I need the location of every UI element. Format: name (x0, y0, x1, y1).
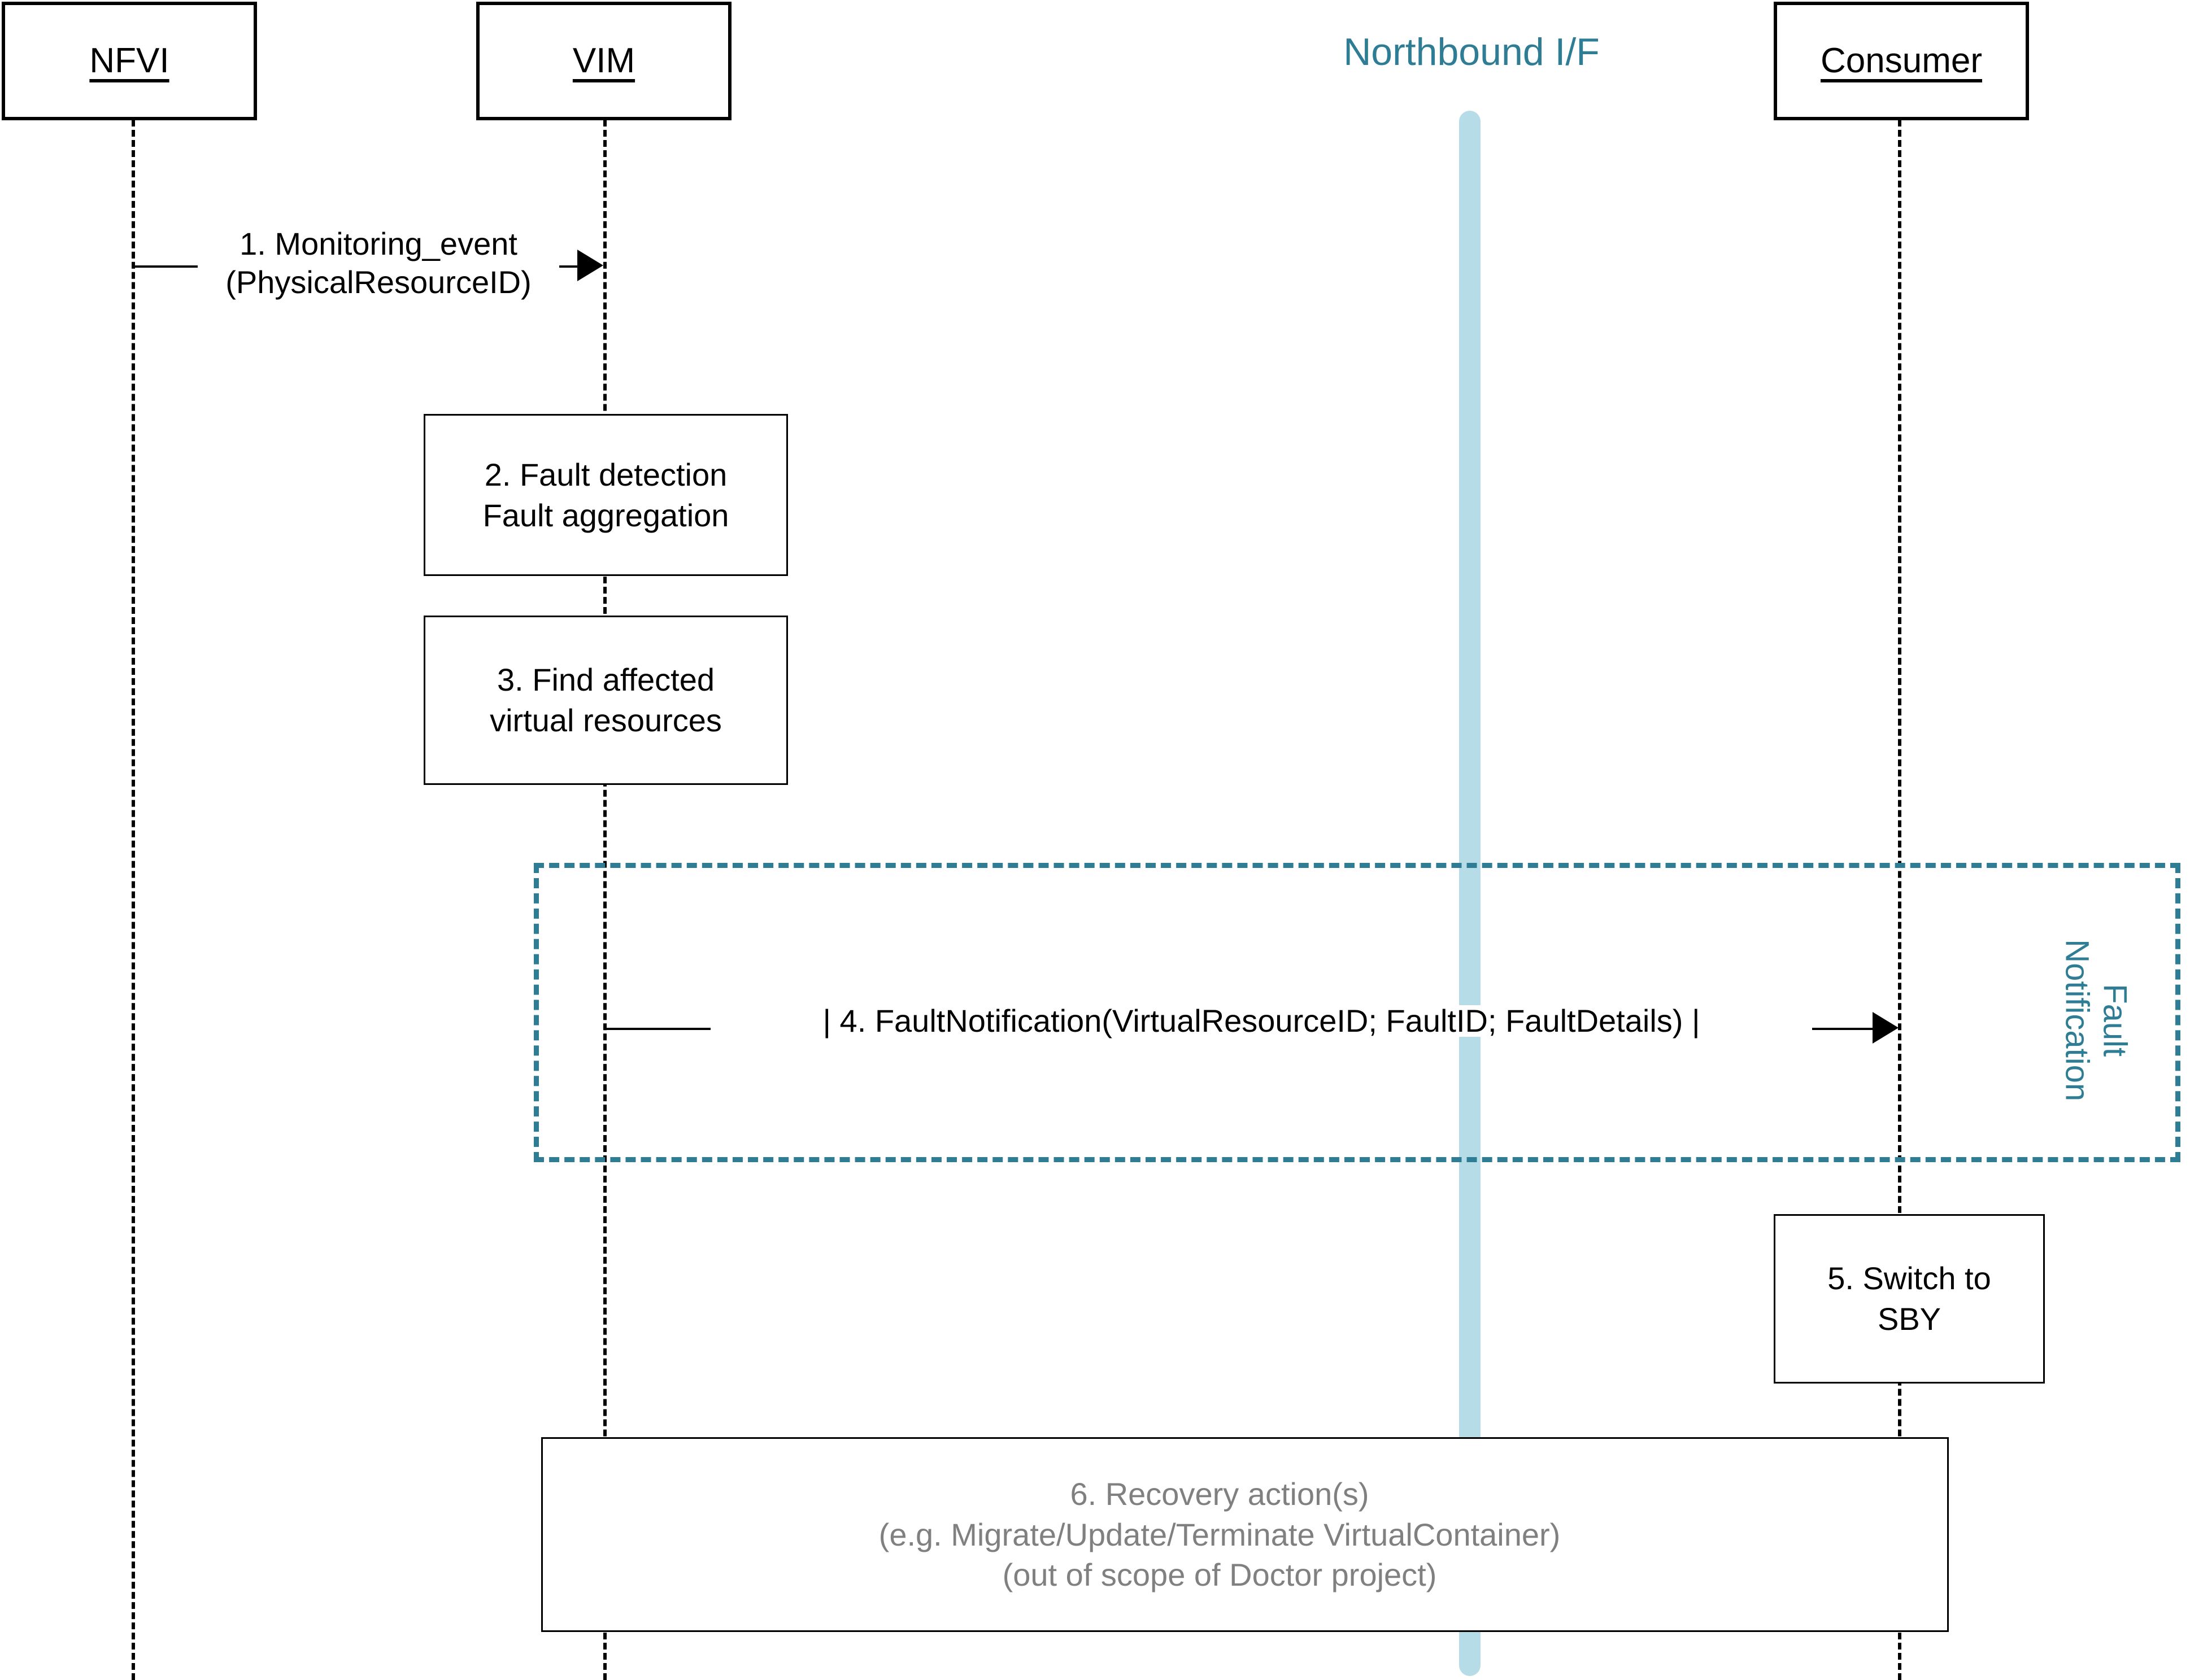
lifeline-vim (603, 120, 607, 1680)
message-4-arrowhead (1873, 1012, 1899, 1044)
actor-label-vim: VIM (572, 41, 635, 80)
actor-box-consumer[interactable]: Consumer (1774, 2, 2029, 120)
message-1-label: 1. Monitoring_event (PhysicalResourceID) (198, 225, 559, 302)
process-box-6-line1: 6. Recovery action(s) (1070, 1476, 1369, 1512)
message-1-label-line2: (PhysicalResourceID) (225, 264, 532, 300)
process-box-3[interactable]: 3. Find affected virtual resources (424, 616, 788, 785)
process-box-3-line2: virtual resources (490, 702, 722, 738)
process-box-6-line3: (out of scope of Doctor project) (1002, 1557, 1437, 1593)
actor-label-consumer: Consumer (1821, 41, 1982, 80)
process-box-2-line1: 2. Fault detection (484, 456, 728, 492)
northbound-interface-bar (1459, 111, 1481, 1676)
message-4-label-line1: | 4. FaultNotification(VirtualResourceID… (822, 1003, 1700, 1038)
process-box-5[interactable]: 5. Switch to SBY (1774, 1214, 2045, 1384)
lifeline-nfvi (132, 120, 135, 1680)
message-4-label: | 4. FaultNotification(VirtualResourceID… (711, 1005, 1812, 1037)
message-1-label-line1: 1. Monitoring_event (240, 226, 517, 261)
lifeline-consumer (1898, 120, 1901, 1680)
fragment-label-line1: Fault (2096, 984, 2134, 1057)
fault-notification-fragment-label: Fault Notification (2058, 891, 2134, 1150)
process-box-5-line2: SBY (1877, 1301, 1941, 1337)
process-box-6[interactable]: 6. Recovery action(s) (e.g. Migrate/Upda… (541, 1437, 1949, 1632)
actor-box-vim[interactable]: VIM (476, 2, 732, 120)
message-1-arrowhead (577, 250, 603, 281)
northbound-interface-title: Northbound I/F (1343, 30, 1600, 73)
process-box-3-line1: 3. Find affected (497, 662, 715, 698)
process-box-6-text: 6. Recovery action(s) (e.g. Migrate/Upda… (879, 1474, 1561, 1595)
fault-notification-fragment[interactable] (534, 863, 2180, 1162)
process-box-6-line2: (e.g. Migrate/Update/Terminate VirtualCo… (878, 1516, 1561, 1552)
process-box-2[interactable]: 2. Fault detection Fault aggregation (424, 414, 788, 576)
process-box-2-line2: Fault aggregation (482, 497, 729, 533)
actor-box-nfvi[interactable]: NFVI (2, 2, 257, 120)
process-box-5-line1: 5. Switch to (1827, 1260, 1991, 1297)
fragment-label-line2: Notification (2059, 939, 2096, 1102)
actor-label-nfvi: NFVI (89, 41, 169, 80)
